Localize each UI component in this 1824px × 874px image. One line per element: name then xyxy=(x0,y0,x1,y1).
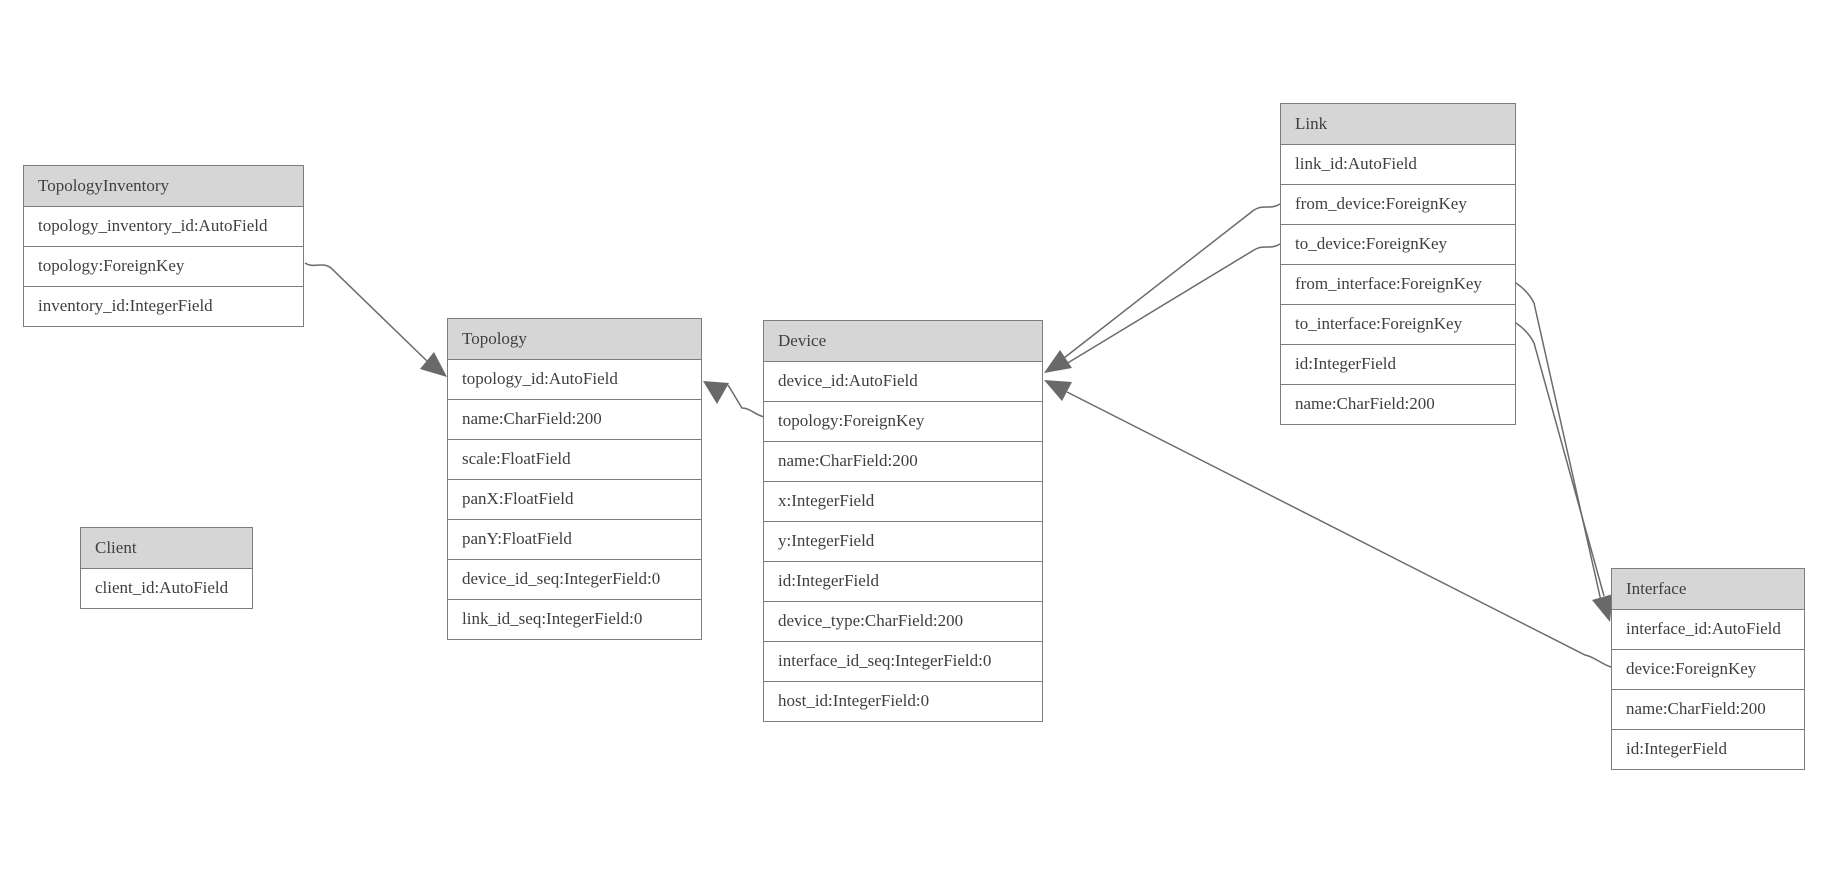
arrowhead-link-interface xyxy=(1592,594,1613,622)
field-row: name:CharField:200 xyxy=(1612,689,1804,729)
entity-title: Link xyxy=(1281,104,1515,144)
field-row: device:ForeignKey xyxy=(1612,649,1804,689)
entity-link[interactable]: Link link_id:AutoField from_device:Forei… xyxy=(1280,103,1516,425)
entity-title: TopologyInventory xyxy=(24,166,303,206)
field-row: topology_id:AutoField xyxy=(448,359,701,399)
field-row: from_interface:ForeignKey xyxy=(1281,264,1515,304)
entity-topology[interactable]: Topology topology_id:AutoField name:Char… xyxy=(447,318,702,640)
field-row: client_id:AutoField xyxy=(81,568,252,608)
arrowhead-interface-device xyxy=(1044,380,1072,401)
field-row: host_id:IntegerField:0 xyxy=(764,681,1042,721)
field-row: inventory_id:IntegerField xyxy=(24,286,303,326)
field-row: interface_id_seq:IntegerField:0 xyxy=(764,641,1042,681)
edge-topologyinventory-topology xyxy=(304,262,428,362)
edge-interface-device xyxy=(1066,391,1612,668)
edge-link-to-interface xyxy=(1515,322,1605,597)
field-row: panY:FloatField xyxy=(448,519,701,559)
entity-title: Client xyxy=(81,528,252,568)
arrowhead-link-device xyxy=(1044,350,1072,373)
field-row: device_id:AutoField xyxy=(764,361,1042,401)
field-row: device_type:CharField:200 xyxy=(764,601,1042,641)
entity-title: Topology xyxy=(448,319,701,359)
field-row: scale:FloatField xyxy=(448,439,701,479)
arrowhead-device-topology xyxy=(703,381,729,404)
field-row: topology:ForeignKey xyxy=(764,401,1042,441)
field-row: interface_id:AutoField xyxy=(1612,609,1804,649)
field-row: name:CharField:200 xyxy=(764,441,1042,481)
entity-client[interactable]: Client client_id:AutoField xyxy=(80,527,253,609)
field-row: id:IntegerField xyxy=(1612,729,1804,769)
field-row: name:CharField:200 xyxy=(1281,384,1515,424)
field-row: link_id:AutoField xyxy=(1281,144,1515,184)
entity-title: Interface xyxy=(1612,569,1804,609)
edge-link-from-device xyxy=(1063,203,1281,359)
edge-link-to-device xyxy=(1065,243,1281,365)
entity-title: Device xyxy=(764,321,1042,361)
field-row: id:IntegerField xyxy=(764,561,1042,601)
edge-device-topology xyxy=(727,384,766,418)
field-row: device_id_seq:IntegerField:0 xyxy=(448,559,701,599)
field-row: x:IntegerField xyxy=(764,481,1042,521)
entity-device[interactable]: Device device_id:AutoField topology:Fore… xyxy=(763,320,1043,722)
field-row: from_device:ForeignKey xyxy=(1281,184,1515,224)
arrowhead-topologyinventory-topology xyxy=(420,352,447,377)
entity-interface[interactable]: Interface interface_id:AutoField device:… xyxy=(1611,568,1805,770)
field-row: topology_inventory_id:AutoField xyxy=(24,206,303,246)
field-row: topology:ForeignKey xyxy=(24,246,303,286)
field-row: to_interface:ForeignKey xyxy=(1281,304,1515,344)
field-row: name:CharField:200 xyxy=(448,399,701,439)
field-row: id:IntegerField xyxy=(1281,344,1515,384)
field-row: to_device:ForeignKey xyxy=(1281,224,1515,264)
edge-link-from-interface xyxy=(1515,282,1602,602)
field-row: y:IntegerField xyxy=(764,521,1042,561)
field-row: link_id_seq:IntegerField:0 xyxy=(448,599,701,639)
entity-topologyinventory[interactable]: TopologyInventory topology_inventory_id:… xyxy=(23,165,304,327)
field-row: panX:FloatField xyxy=(448,479,701,519)
